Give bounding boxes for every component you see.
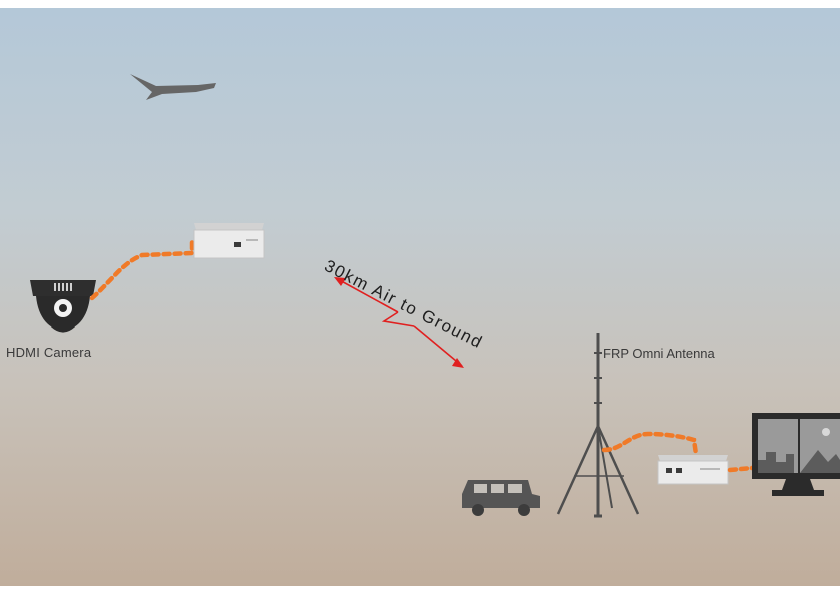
air-to-ground-link bbox=[334, 277, 464, 368]
camera-label: HDMI Camera bbox=[6, 345, 92, 360]
antenna-label: FRP Omni Antenna bbox=[603, 346, 715, 361]
receiver-box-icon bbox=[657, 455, 729, 485]
uav-icon bbox=[130, 74, 216, 100]
antenna-tower-icon bbox=[556, 333, 640, 518]
diagram-graphics bbox=[30, 74, 840, 518]
cable-receiver-to-monitor bbox=[727, 465, 755, 473]
cable-camera-to-transmitter bbox=[89, 238, 195, 301]
cable-antenna-to-receiver bbox=[601, 431, 699, 457]
vehicle-icon bbox=[462, 480, 540, 516]
monitor-icon bbox=[752, 413, 840, 496]
network-diagram: HDMI Camera FRP Omni Antenna 30km Air to… bbox=[0, 8, 840, 586]
dome-camera-icon bbox=[30, 280, 96, 333]
transmitter-box-icon bbox=[193, 223, 265, 259]
